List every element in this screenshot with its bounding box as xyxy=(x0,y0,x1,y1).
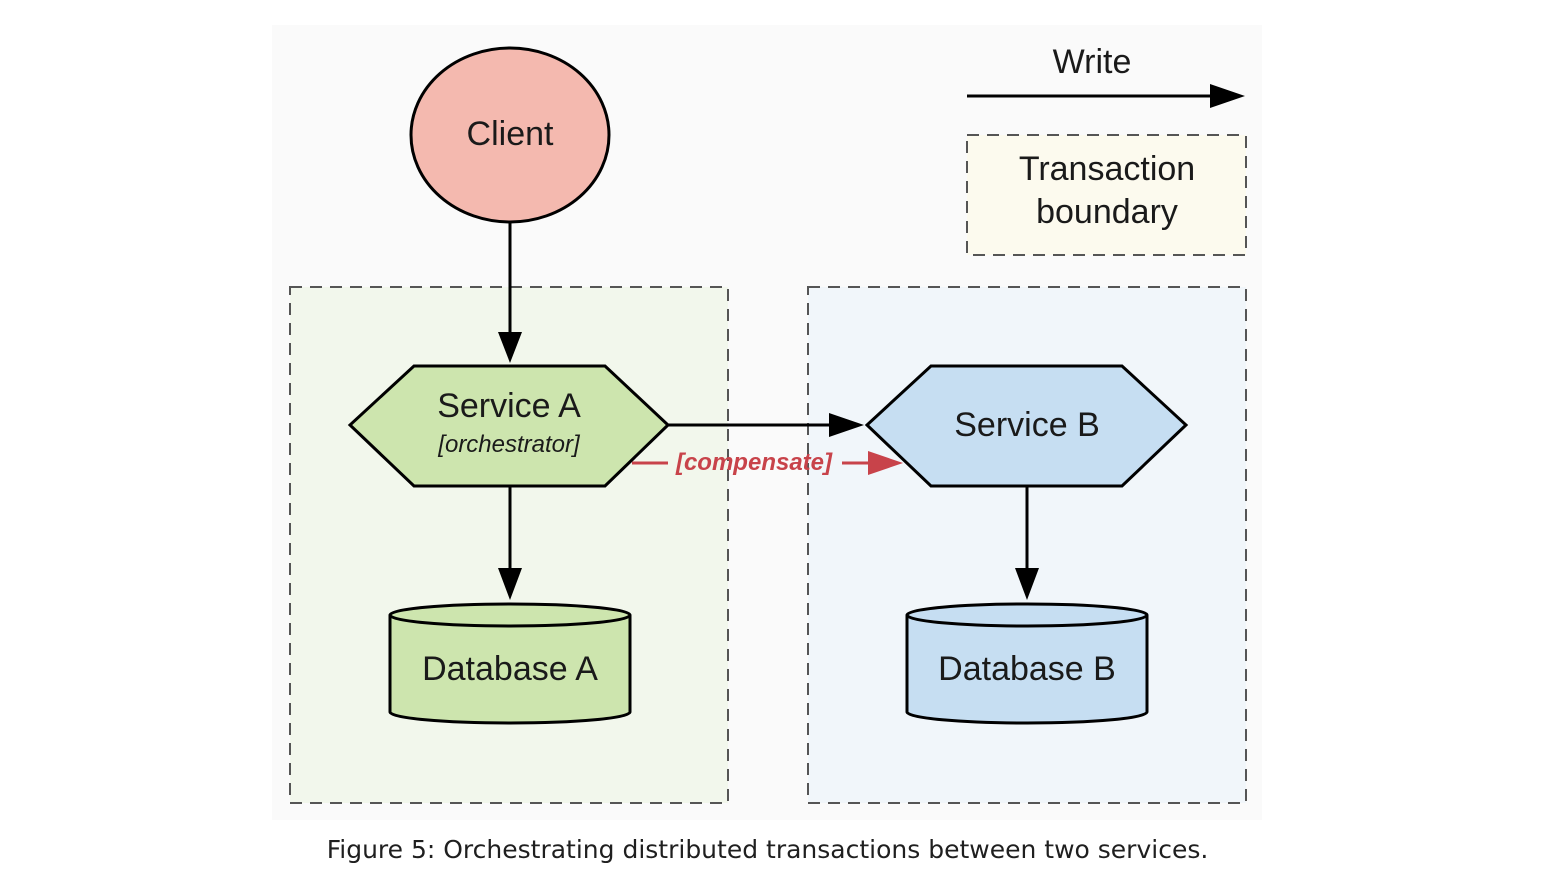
service-a-node xyxy=(347,364,671,488)
compensate-label: [compensate] xyxy=(675,449,833,476)
service-a-to-service-b-arrow xyxy=(668,413,864,437)
service-b-label: Service B xyxy=(954,406,1100,444)
database-b-label: Database B xyxy=(938,650,1116,688)
compensate-arrow xyxy=(632,451,903,475)
database-b-node xyxy=(905,602,1149,725)
client-label: Client xyxy=(467,115,554,153)
figure-caption: Figure 5: Orchestrating distributed tran… xyxy=(326,835,1209,864)
legend-write-arrow xyxy=(967,84,1245,108)
client-to-service-a-arrow xyxy=(498,223,522,363)
service-b-to-database-b-arrow xyxy=(1015,486,1039,600)
service-b-node xyxy=(864,364,1189,488)
legend-transaction-boundary xyxy=(966,134,1247,256)
service-a-to-database-a-arrow xyxy=(498,486,522,600)
service-a-label: Service A xyxy=(437,387,581,425)
legend-write-label: Write xyxy=(1053,43,1132,81)
service-a-role-label: [orchestrator] xyxy=(437,431,581,458)
database-a-label: Database A xyxy=(422,650,598,688)
legend-boundary-label-line1: Transaction xyxy=(1019,150,1195,188)
legend-boundary-label-line2: boundary xyxy=(1036,193,1178,231)
database-a-node xyxy=(388,602,632,725)
client-node xyxy=(409,46,611,224)
